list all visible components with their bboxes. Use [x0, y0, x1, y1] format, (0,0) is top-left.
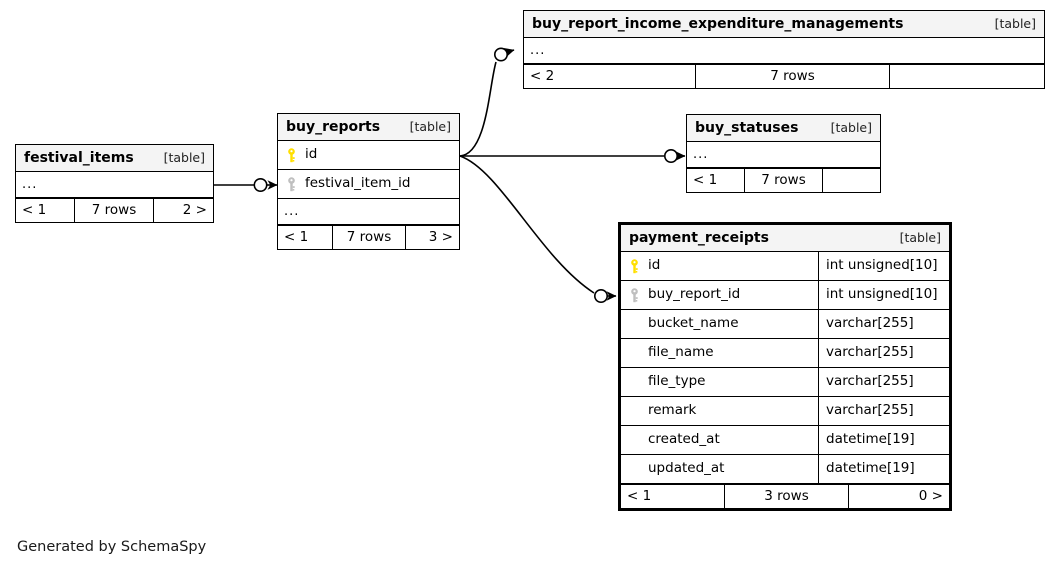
column-datatype: int unsigned[10]	[818, 252, 949, 280]
table-footer: < 1 7 rows 3 >	[278, 225, 459, 249]
table-row: ...	[278, 199, 459, 225]
column-cell: id	[621, 252, 818, 280]
column-name: bucket_name	[648, 315, 739, 332]
edge-buy-reports-to-payment-receipts	[459, 155, 617, 303]
table-type-label: [table]	[994, 15, 1036, 31]
table-row: file_name varchar[255]	[621, 339, 949, 368]
table-title: buy_reports	[286, 119, 381, 135]
generated-by-caption: Generated by SchemaSpy	[17, 539, 207, 555]
column-datatype: datetime[19]	[818, 455, 949, 483]
column-cell: created_at	[621, 426, 818, 454]
footer-row-count: 3 rows	[725, 485, 849, 508]
primary-key-icon	[631, 258, 638, 273]
table-row: id	[278, 141, 459, 170]
edge-buy-reports-to-income-expenditure	[459, 47, 515, 157]
table-header: payment_receipts [table]	[621, 225, 949, 252]
footer-row-count: 7 rows	[333, 226, 406, 249]
column-datatype: int unsigned[10]	[818, 281, 949, 309]
footer-row-count: 7 rows	[75, 199, 154, 222]
table-row: festival_item_id	[278, 170, 459, 199]
column-name: ...	[530, 43, 546, 58]
column-cell: remark	[621, 397, 818, 425]
column-cell: updated_at	[621, 455, 818, 483]
table-row: ...	[687, 142, 880, 168]
column-name: file_type	[648, 373, 706, 390]
column-cell: id	[278, 141, 459, 169]
table-title: festival_items	[24, 150, 134, 166]
column-name: created_at	[648, 431, 720, 448]
column-cell: file_type	[621, 368, 818, 396]
table-buy-report-income-expenditure-managements[interactable]: buy_report_income_expenditure_management…	[523, 10, 1045, 89]
column-datatype: datetime[19]	[818, 426, 949, 454]
table-row: bucket_name varchar[255]	[621, 310, 949, 339]
column-name: ...	[693, 147, 709, 162]
table-header: buy_statuses [table]	[687, 115, 880, 142]
edge-festival-items-to-buy-reports	[214, 178, 278, 193]
table-row: id int unsigned[10]	[621, 252, 949, 281]
column-name: buy_report_id	[648, 286, 741, 303]
edge-buy-reports-to-buy-statuses	[460, 149, 686, 164]
footer-child-count: 0 >	[918, 487, 943, 504]
table-row: buy_report_id int unsigned[10]	[621, 281, 949, 310]
column-cell: bucket_name	[621, 310, 818, 338]
footer-child-count: 3 >	[428, 228, 453, 245]
table-type-label: [table]	[899, 229, 941, 245]
table-title: payment_receipts	[629, 230, 769, 246]
table-row: remark varchar[255]	[621, 397, 949, 426]
footer-parent-count: < 1	[278, 226, 333, 249]
table-title: buy_statuses	[695, 120, 799, 136]
footer-child-count: 2 >	[182, 201, 207, 218]
column-datatype: varchar[255]	[818, 397, 949, 425]
column-name: id	[648, 257, 661, 274]
table-type-label: [table]	[163, 149, 205, 165]
table-row: ...	[524, 38, 1044, 64]
column-name: ...	[284, 204, 300, 219]
table-header: buy_reports [table]	[278, 114, 459, 141]
column-datatype: varchar[255]	[818, 310, 949, 338]
footer-child-count	[823, 169, 880, 192]
column-datatype: varchar[255]	[818, 339, 949, 367]
column-name: id	[305, 146, 318, 163]
table-footer: < 1 7 rows	[687, 168, 880, 192]
footer-row-count: 7 rows	[696, 65, 890, 88]
table-row: ...	[16, 172, 213, 198]
table-footer: < 1 3 rows 0 >	[621, 484, 949, 508]
table-header: festival_items [table]	[16, 145, 213, 172]
footer-parent-count: < 1	[687, 169, 745, 192]
table-footer: < 1 7 rows 2 >	[16, 198, 213, 222]
table-buy-statuses[interactable]: buy_statuses [table] ... < 1 7 rows	[686, 114, 881, 193]
table-type-label: [table]	[409, 118, 451, 134]
table-festival-items[interactable]: festival_items [table] ... < 1 7 rows 2 …	[15, 144, 214, 223]
column-cell: file_name	[621, 339, 818, 367]
table-type-label: [table]	[830, 119, 872, 135]
table-row: created_at datetime[19]	[621, 426, 949, 455]
table-row: file_type varchar[255]	[621, 368, 949, 397]
footer-parent-count: < 1	[16, 199, 75, 222]
table-buy-reports[interactable]: buy_reports [table] id	[277, 113, 460, 250]
foreign-key-icon	[631, 287, 638, 302]
footer-child-count	[890, 65, 1044, 88]
column-datatype: varchar[255]	[818, 368, 949, 396]
primary-key-icon	[288, 147, 295, 162]
table-footer: < 2 7 rows	[524, 64, 1044, 88]
column-cell: festival_item_id	[278, 170, 459, 198]
column-name: ...	[22, 177, 38, 192]
column-name: festival_item_id	[305, 175, 411, 192]
table-payment-receipts[interactable]: payment_receipts [table] id int unsigned…	[618, 222, 952, 511]
column-name: file_name	[648, 344, 714, 361]
table-row: updated_at datetime[19]	[621, 455, 949, 484]
column-name: updated_at	[648, 460, 725, 477]
column-cell: buy_report_id	[621, 281, 818, 309]
footer-parent-count: < 1	[621, 485, 725, 508]
footer-row-count: 7 rows	[745, 169, 823, 192]
footer-parent-count: < 2	[524, 65, 696, 88]
foreign-key-icon	[288, 176, 295, 191]
column-name: remark	[648, 402, 697, 419]
table-header: buy_report_income_expenditure_management…	[524, 11, 1044, 38]
table-title: buy_report_income_expenditure_management…	[532, 16, 904, 32]
